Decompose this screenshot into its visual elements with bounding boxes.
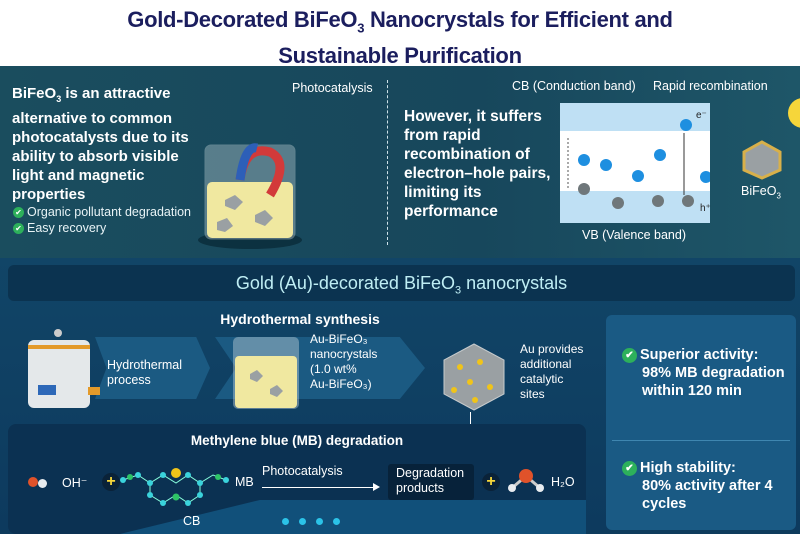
divider: [387, 80, 388, 245]
band-diagram: [560, 103, 710, 223]
page-title: Gold-Decorated BiFeO3 Nanocrystals for E…: [127, 7, 673, 69]
divider: [612, 440, 790, 441]
reaction-arrow: [262, 487, 376, 488]
light-icon: [788, 98, 800, 128]
check-icon: ✔: [622, 461, 637, 476]
benefit-item: ✔Organic pollutant degradation: [13, 205, 191, 219]
section-banner: Gold (Au)-decorated BiFeO3 nanocrystals: [8, 265, 795, 301]
recombination-label: Rapid recombination: [653, 79, 768, 93]
electron-dot: [333, 518, 340, 525]
mb-title: Methylene blue (MB) degradation: [190, 433, 404, 448]
plus-icon: +: [482, 473, 500, 491]
electron-dot: [299, 518, 306, 525]
results-panel: [606, 315, 796, 530]
plus-icon: +: [102, 473, 120, 491]
water-molecule-icon: [508, 469, 544, 492]
hydroxide-label: OH⁻: [62, 476, 88, 490]
synthesis-title: Hydrothermal synthesis: [220, 311, 380, 327]
electron-dot: [316, 518, 323, 525]
mb-label: MB: [235, 475, 254, 489]
step-hydrothermal-process: Hydrothermal process: [107, 358, 183, 387]
beaker-magnet-icon: [198, 143, 302, 249]
nanocrystal-beaker-icon: [233, 337, 299, 409]
mb-molecule-icon: [120, 468, 229, 506]
result-stability: ✔High stability:80% activity after 4 cyc…: [622, 459, 792, 513]
autoclave-icon: [28, 329, 100, 408]
check-icon: ✔: [622, 348, 637, 363]
vb-label: VB (Valence band): [582, 228, 686, 242]
check-icon: ✔: [13, 223, 24, 234]
hole-label: h⁺: [700, 203, 711, 214]
au-bifeo3-crystal-icon: [443, 343, 505, 411]
hydrogen-atom-icon: [38, 479, 47, 488]
cb-label: CB (Conduction band): [512, 79, 636, 93]
degradation-products-box: Degradation products: [388, 464, 474, 500]
drawback-text: However, it suffers from rapid recombina…: [404, 108, 551, 220]
result-activity: ✔Superior activity:98% MB degradation wi…: [622, 346, 792, 400]
header: [0, 0, 800, 66]
oxygen-atom-icon: [28, 477, 38, 487]
water-label: H₂O: [551, 475, 575, 489]
photocatalysis-label: Photocatalysis: [292, 81, 373, 95]
step-chevron: [95, 337, 210, 399]
check-icon: ✔: [13, 207, 24, 218]
electron-dot: [282, 518, 289, 525]
arrow-head-icon: [373, 483, 380, 491]
intro-text: BiFeO3 is an attractive alternative to c…: [12, 85, 189, 203]
cb-bottom-label: CB: [183, 514, 201, 528]
benefit-item: ✔Easy recovery: [13, 221, 106, 235]
bifeo3-label: BiFeO3: [741, 184, 781, 201]
bifeo3-crystal-icon: [742, 140, 782, 180]
electron-label: e⁻: [696, 110, 707, 121]
photocatalysis-arrow-label: Photocatalysis: [262, 464, 343, 478]
